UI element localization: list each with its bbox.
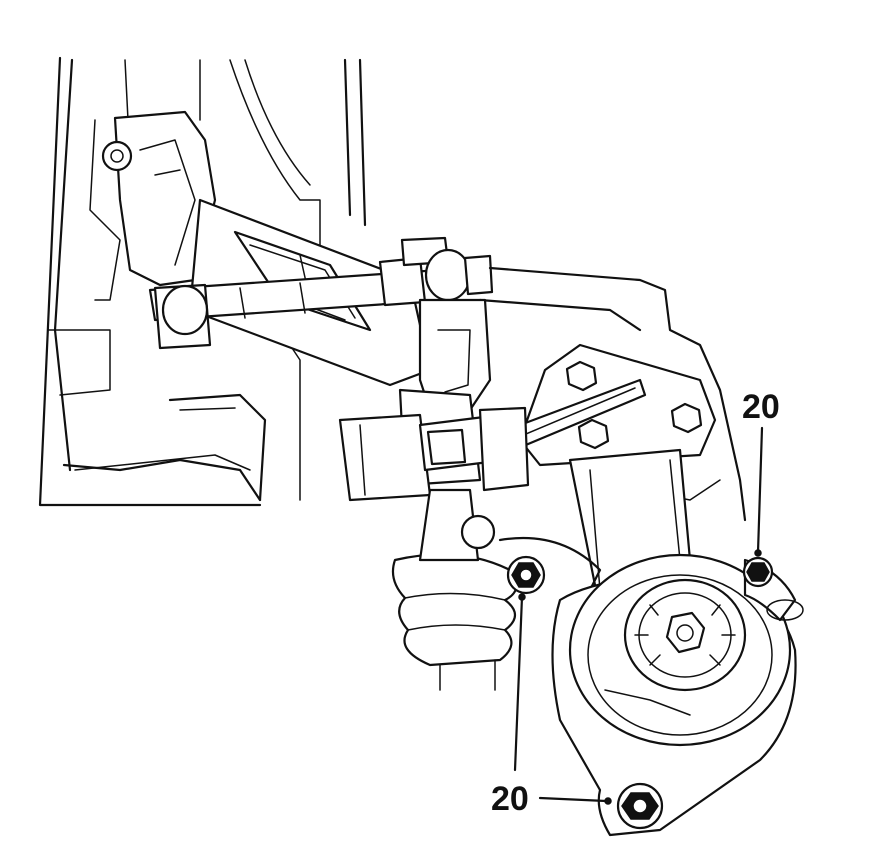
hex-bolt-icon <box>670 402 703 434</box>
hex-bolt-icon <box>460 514 496 550</box>
leader-line-top-right <box>756 426 764 554</box>
center-nut-icon <box>665 611 706 654</box>
rod-assembly <box>148 236 494 350</box>
bracket-bolt-icon <box>101 140 133 172</box>
callout-label-top-right: 20 <box>742 388 780 426</box>
callout-leaders <box>513 426 764 805</box>
leader-line-left-nut <box>513 595 524 772</box>
nut-left <box>506 555 546 595</box>
callout-label-bottom: 20 <box>491 780 529 818</box>
hex-bolt-icon <box>565 360 598 392</box>
cv-boot <box>391 488 518 691</box>
nut-bottom <box>616 782 664 830</box>
hex-bolt-icon <box>577 418 610 450</box>
engine-mount <box>551 553 804 837</box>
joint-block <box>338 406 530 502</box>
leader-line-bottom <box>538 796 608 803</box>
hex-nut-icon <box>746 562 770 582</box>
engine-block <box>38 56 367 507</box>
nut-right <box>742 556 774 588</box>
